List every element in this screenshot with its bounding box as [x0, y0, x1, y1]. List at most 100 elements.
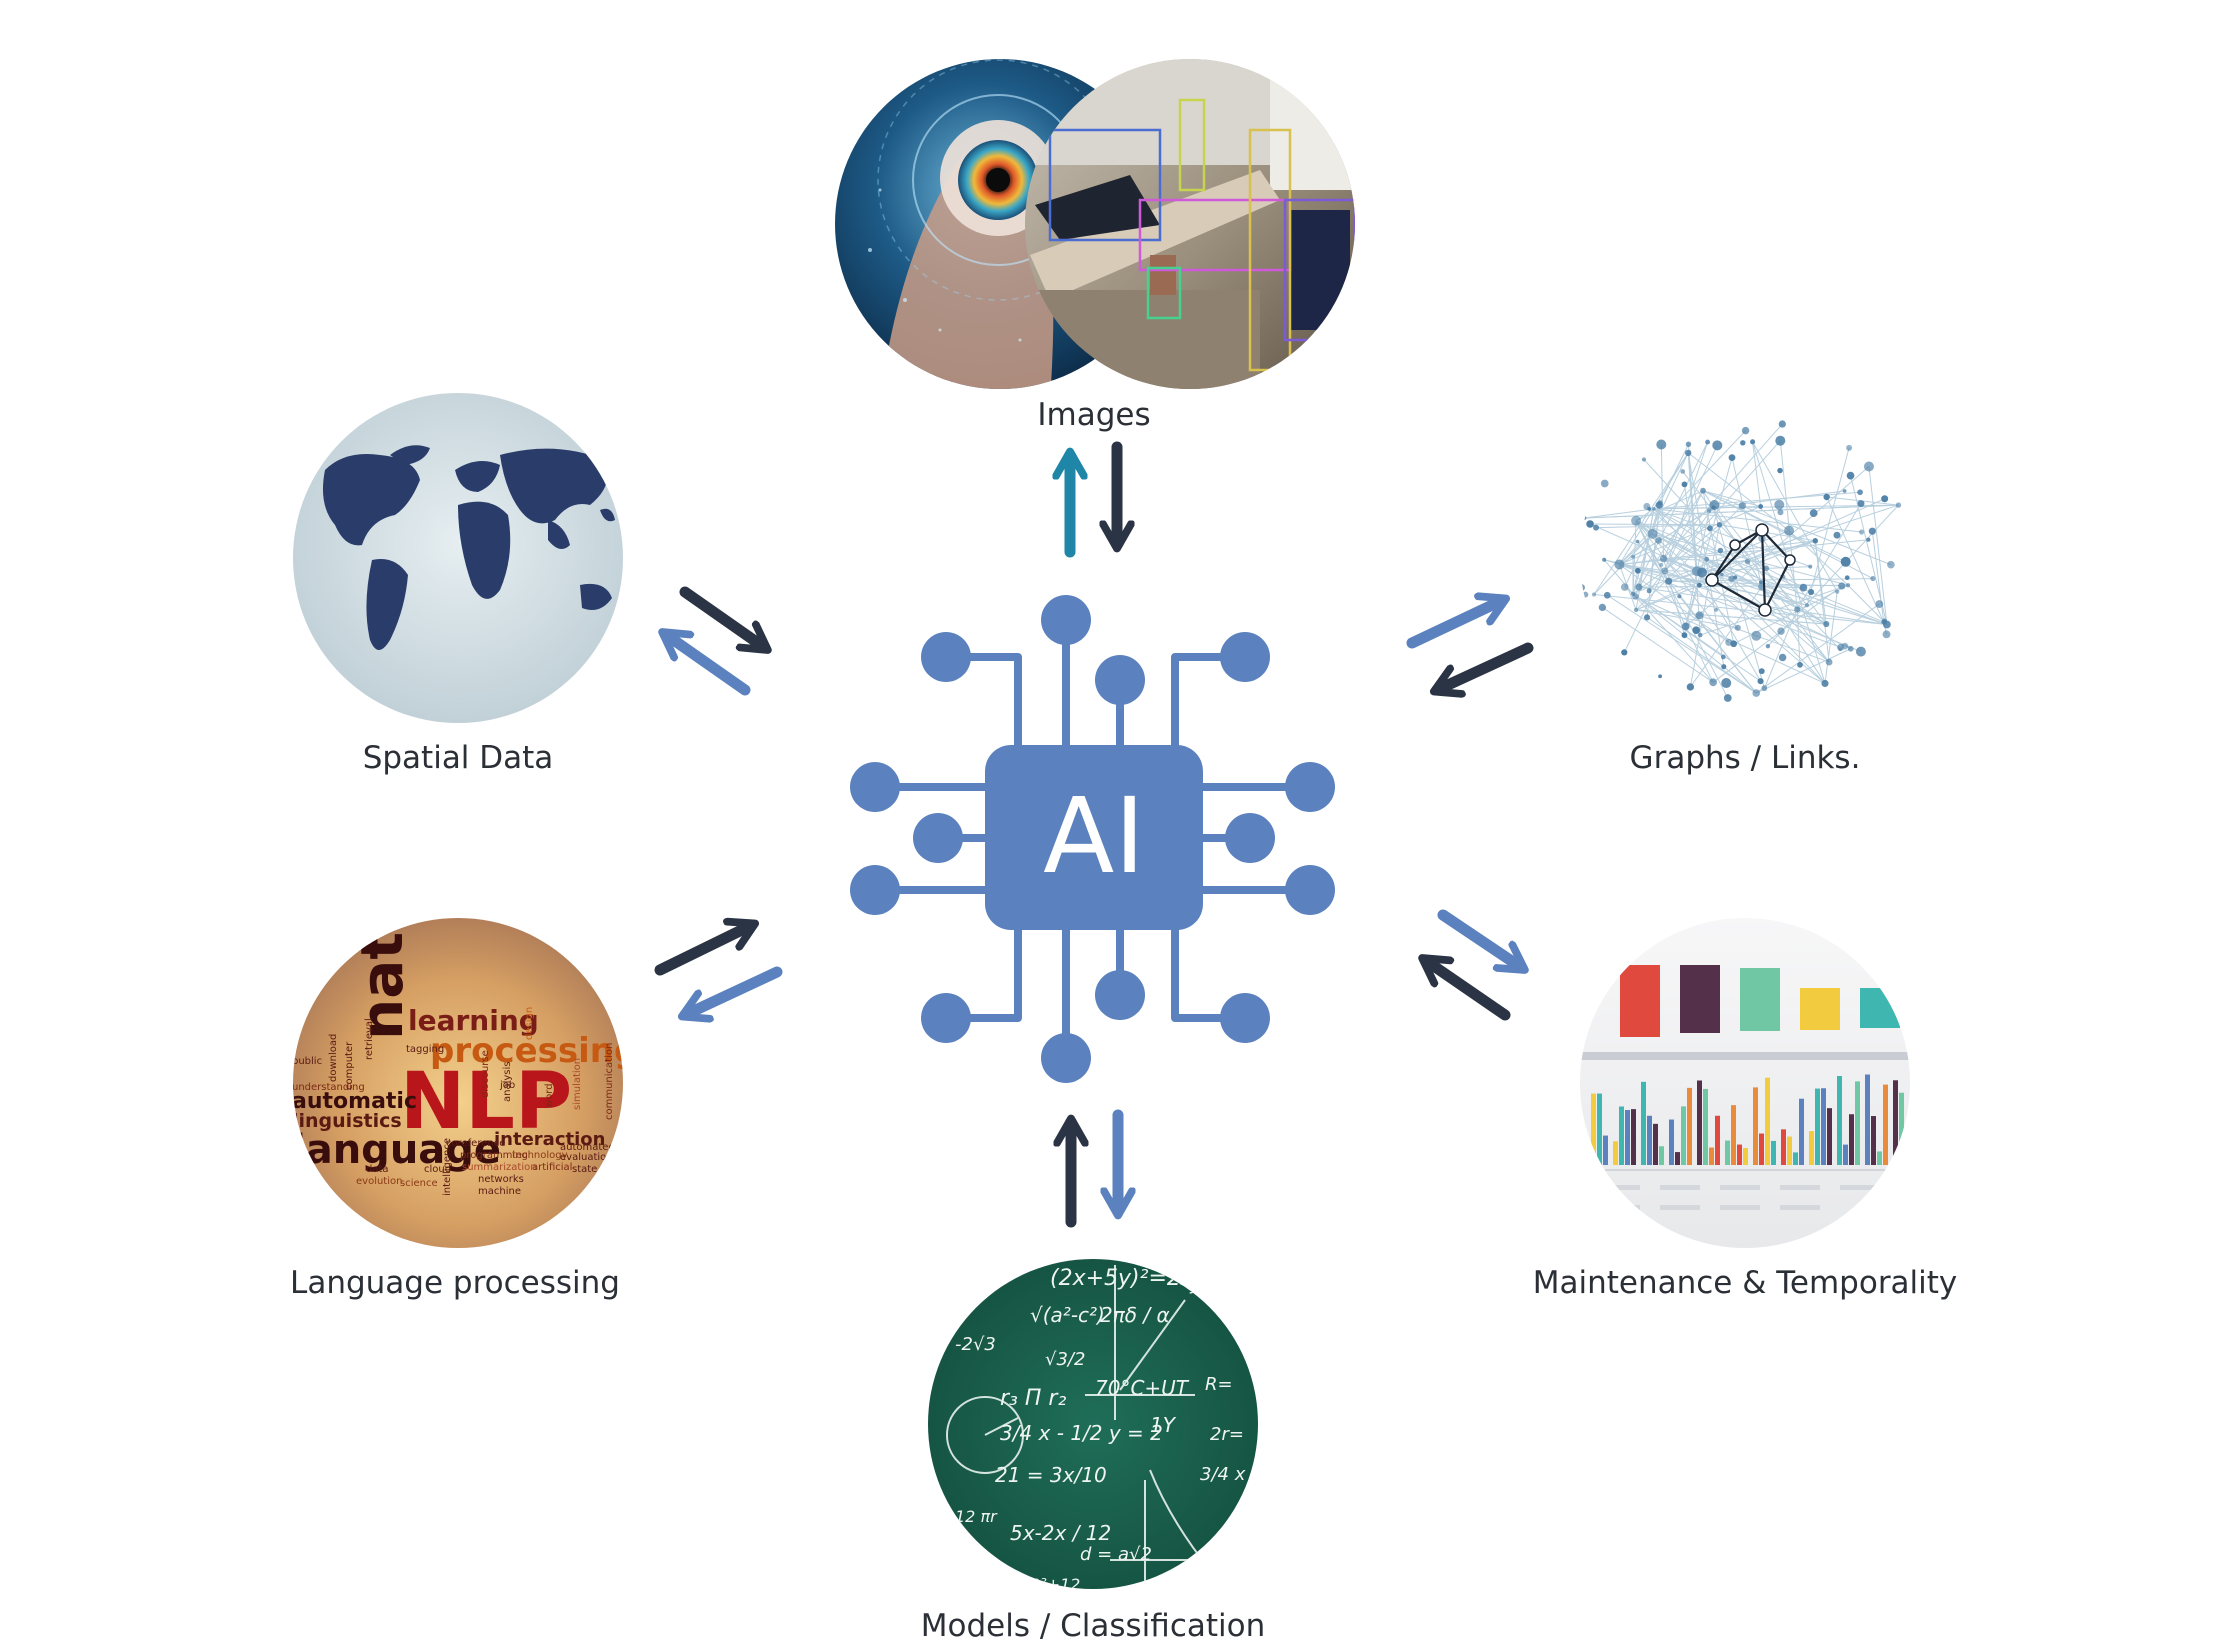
- formula-2: √(a²-c²): [1030, 1303, 1105, 1327]
- word-technology: technology: [512, 1150, 568, 1161]
- network-edge: [1685, 457, 1733, 627]
- photo-bar: [1641, 1081, 1646, 1165]
- network-node: [1895, 502, 1902, 508]
- ai-chip-label: AI: [1043, 775, 1145, 897]
- network-node: [1868, 527, 1876, 535]
- network-node: [1582, 516, 1587, 520]
- network-node: [1658, 674, 1663, 679]
- network-node: [1709, 678, 1717, 687]
- graphs-links-label: Graphs / Links.: [1629, 740, 1861, 776]
- network-node: [1833, 531, 1841, 539]
- photo-bar: [1759, 1133, 1764, 1165]
- arrow-to-maintenance: [1437, 909, 1522, 968]
- network-node: [1855, 646, 1866, 657]
- network-node: [1709, 500, 1720, 511]
- network-node: [1725, 638, 1733, 646]
- network-node: [1591, 592, 1597, 597]
- network-edge: [1653, 508, 1811, 568]
- network-node: [1784, 525, 1795, 536]
- formula-18: 3²+12: [1030, 1575, 1080, 1594]
- network-edge: [1663, 445, 1718, 559]
- network-node: [1881, 495, 1889, 503]
- network-node: [1593, 524, 1600, 531]
- network-node: [1863, 461, 1874, 472]
- word-evolution: evolution: [356, 1176, 402, 1187]
- network-node: [1643, 614, 1651, 621]
- network-node: [1847, 645, 1854, 652]
- network-node: [1866, 537, 1871, 542]
- formula-3: 2πδ / α: [1100, 1303, 1170, 1327]
- network-node: [1720, 572, 1724, 577]
- photo-bar: [1893, 1080, 1898, 1165]
- network-node: [1750, 439, 1756, 445]
- photo-bar: [1905, 1141, 1910, 1165]
- word-linguistics: linguistics: [292, 1110, 402, 1132]
- network-node: [1845, 583, 1851, 588]
- network-edge: [1712, 585, 1843, 683]
- photo-bar: [1687, 1087, 1692, 1165]
- network-edge: [1702, 490, 1892, 566]
- formula-10: 3/4 x - 1/2 y = 2: [1000, 1421, 1163, 1445]
- network-node: [1777, 467, 1783, 474]
- network-node: [1777, 509, 1784, 516]
- network-node: [1680, 469, 1686, 474]
- word-computer: computer: [344, 1041, 355, 1090]
- network-node: [1634, 567, 1641, 574]
- network-edge: [1756, 648, 1851, 694]
- word-automatic: automatic: [292, 1089, 417, 1114]
- photo-bar: [1753, 1087, 1758, 1165]
- photo-bar: [1877, 1151, 1882, 1165]
- network-node: [1677, 594, 1682, 599]
- network-node: [1734, 624, 1741, 631]
- network-node: [1598, 603, 1607, 612]
- network-edge: [1635, 498, 1885, 611]
- network-node: [1681, 632, 1688, 639]
- network-node: [1600, 479, 1609, 488]
- network-node: [1659, 562, 1664, 567]
- word-discourse: discourse: [480, 1050, 491, 1098]
- network-node: [1842, 489, 1847, 493]
- network-edge: [1682, 471, 1830, 663]
- network-node: [1857, 500, 1865, 508]
- network-node: [1652, 507, 1656, 511]
- network-node: [1655, 501, 1663, 509]
- network-node: [1661, 567, 1669, 575]
- photo-bar: [1793, 1152, 1798, 1165]
- network-edge: [1806, 447, 1850, 606]
- network-edge: [1652, 533, 1849, 586]
- network-edge: [1755, 603, 1880, 694]
- formula-13: 21 = 3x/10: [995, 1463, 1107, 1487]
- network-node: [1706, 508, 1712, 513]
- maintenance-bar-chart-image: [1580, 918, 1910, 1248]
- network-node: [1681, 622, 1690, 631]
- ai-chip-pins: [850, 595, 1335, 1083]
- network-node: [1712, 440, 1723, 451]
- network-node: [1808, 564, 1813, 569]
- network-node: [1580, 584, 1585, 592]
- word-networks: networks: [478, 1174, 524, 1185]
- network-edge: [1619, 564, 1729, 643]
- word-analysis: analysis: [502, 1062, 513, 1103]
- network-node: [1777, 627, 1785, 635]
- formula-11: 1Y: [1150, 1413, 1177, 1437]
- word-retrieval: retrieval: [364, 1018, 375, 1060]
- word-automated: automated: [560, 1142, 615, 1153]
- word-science: science: [400, 1178, 438, 1189]
- word-interaction: interaction: [494, 1129, 605, 1150]
- word-download: download: [328, 1034, 339, 1082]
- network-edge: [1602, 607, 1714, 683]
- photo-bar: [1597, 1093, 1602, 1165]
- word-tagging: tagging: [406, 1044, 444, 1055]
- word-design: design: [524, 1007, 535, 1040]
- word-evaluation: evaluation: [560, 1152, 613, 1163]
- photo-bar: [1743, 1147, 1748, 1165]
- formula-7: r₃ Π r₂: [1000, 1386, 1066, 1411]
- word-cloud: cloud: [424, 1164, 451, 1175]
- photo-bar: [1625, 1110, 1630, 1165]
- word-intelligence: intelligence: [442, 1138, 453, 1196]
- photo-bar: [1725, 1140, 1730, 1165]
- photo-bar: [1653, 1123, 1658, 1165]
- network-node: [1778, 420, 1786, 428]
- network-node: [1840, 556, 1851, 567]
- network-node: [1685, 441, 1692, 447]
